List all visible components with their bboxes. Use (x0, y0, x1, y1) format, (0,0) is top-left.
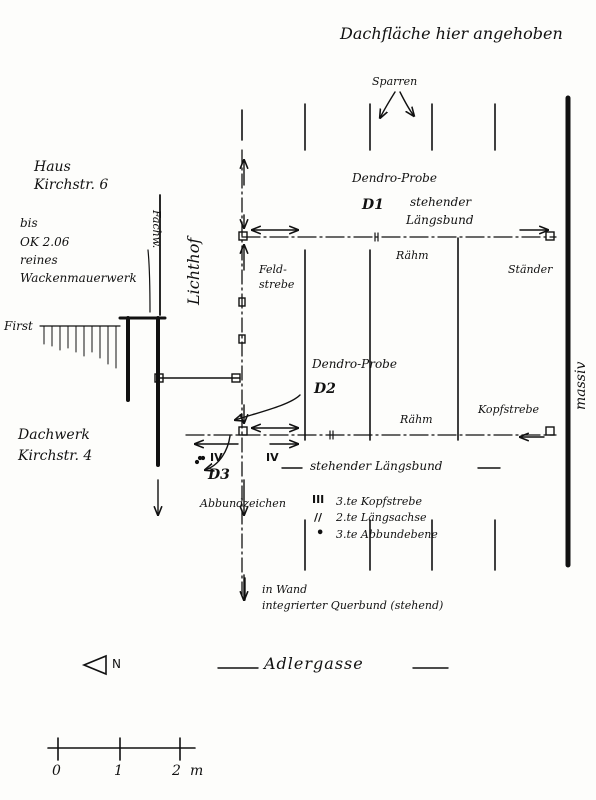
neighbor-wall (118, 194, 241, 467)
rahm-upper-label: Rähm (396, 249, 429, 262)
sparren-arrows (380, 91, 414, 118)
legend-text-3: 3.te Abbundebene (336, 528, 438, 541)
scale-tick-1: 1 (114, 763, 123, 779)
dendro-code-d2: D2 (314, 381, 336, 397)
dendro-code-d3: D3 (208, 467, 230, 483)
upper-bund-label-line-2: Längsbund (406, 213, 474, 227)
legend-mark-2: // (314, 511, 323, 524)
legend-mark-1: III (312, 493, 325, 506)
massiv-label: massiv (573, 361, 589, 410)
roof-address: Kirchstr. 4 (18, 448, 93, 464)
rahm-lower-label: Rähm (400, 413, 433, 426)
wall-note-line-in-wand: in Wand (262, 583, 308, 596)
wall-note-line-2: OK 2.06 (20, 235, 70, 249)
street-label: Adlergasse (264, 654, 364, 673)
house-address: Kirchstr. 6 (34, 177, 109, 193)
staender-label: Ständer (508, 263, 553, 276)
north-arrow (81, 654, 107, 676)
dendro-note-1: Dendro-Probe (352, 171, 437, 185)
street-dashes (217, 467, 501, 669)
legend-text-1: 3.te Kopfstrebe (336, 495, 422, 508)
wall-note-line-4: Wackenmauerwerk (20, 271, 137, 285)
abbund-marks (194, 232, 379, 465)
roof-label: Dachwerk (18, 427, 90, 443)
scale-tick-2: 2 (172, 763, 181, 779)
legend-title: Abbundzeichen (200, 497, 286, 510)
arrows (158, 160, 548, 600)
feldstrebe-label-line-2: strebe (259, 278, 295, 291)
feldstrebe-label-line-1: Feld- (259, 263, 287, 276)
wall-note-line-1: bis (20, 216, 38, 230)
wall-note-line-querbund: integrierter Querbund (stehend) (262, 599, 444, 612)
ridge-hatch (39, 325, 121, 369)
wall-note-line-3: reines (20, 253, 58, 267)
lower-bund-label: stehender Längsbund (310, 459, 443, 473)
lichthof-label: Lichthof (184, 237, 203, 305)
upper-bund-label-line-1: stehender (410, 195, 472, 209)
legend-text-2: 2.te Längsachse (336, 511, 427, 524)
dendro-code-d1: D1 (362, 197, 384, 213)
scale-tick-0: 0 (52, 763, 61, 779)
scale-unit: m (190, 763, 204, 779)
rafter-lines (241, 103, 496, 571)
sparren-label: Sparren (372, 75, 418, 88)
scale-bar (47, 737, 196, 761)
abbund-mark-iv-left: IV (210, 451, 223, 464)
north-label: N (112, 657, 121, 671)
abbund-mark-iv-mid: IV (266, 451, 279, 464)
header-note: Dachfläche hier angehoben (340, 24, 563, 43)
fachwerk-label: Fachw. (150, 210, 163, 249)
dendro-note-2: Dendro-Probe (312, 357, 397, 371)
house-label: Haus (34, 159, 71, 175)
kopfstrebe-label: Kopfstrebe (478, 403, 540, 416)
legend-mark-3: • (316, 526, 325, 541)
first-label: First (4, 319, 33, 333)
